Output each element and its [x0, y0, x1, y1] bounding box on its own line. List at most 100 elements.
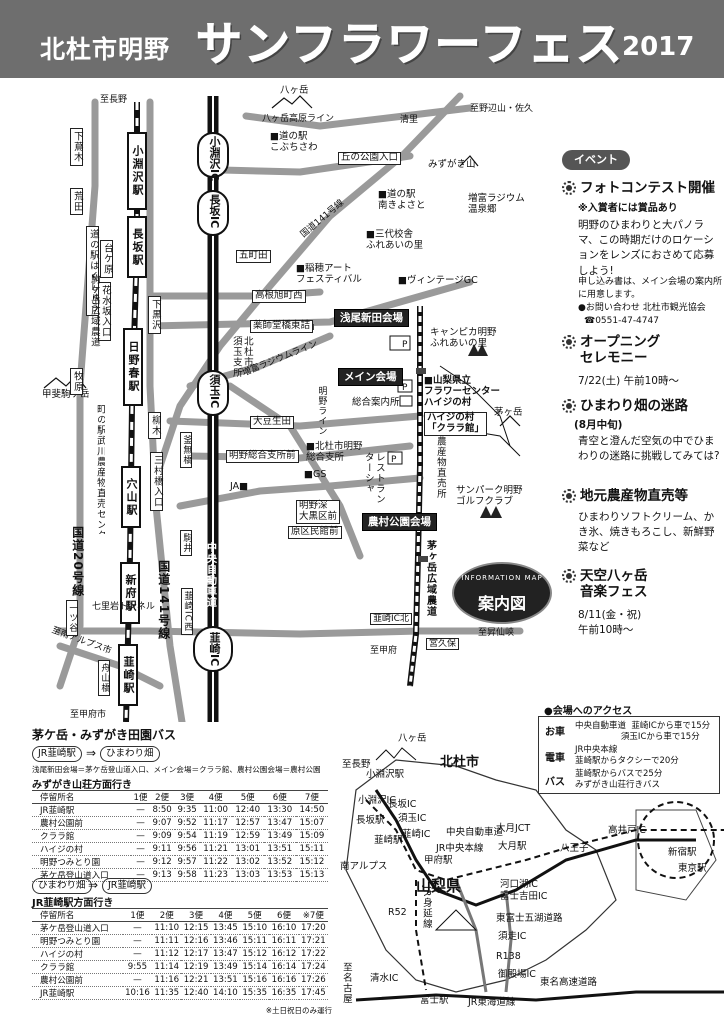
outbound-cell: 13:47 [263, 816, 296, 830]
return-cell: 17:20 [298, 921, 328, 935]
outbound-cell: 11:22 [199, 855, 232, 869]
mitsumori-label: ■三代校舎 ふれあいの里 [366, 229, 424, 251]
sunflower-icon [562, 569, 576, 583]
header-year: 2017 [622, 32, 695, 62]
area-map-svg [345, 747, 724, 1002]
yakushido-label: 薬師堂橋東詰 [250, 320, 314, 333]
photo-contest-title: フォトコンテスト開催 [562, 180, 715, 196]
outbound-cell: 9:07 [149, 816, 175, 830]
return-cell: 農村公園前 [32, 973, 123, 987]
area-label-chuo-expressway: 中央自動車道 [446, 827, 504, 838]
nagasaka-station[interactable]: 長坂駅 [127, 216, 147, 278]
heidi-label: ハイジの村 「クララ館」 [424, 412, 488, 436]
sogo-annaisho-label: 総合案内所 [352, 397, 400, 408]
fuji-mountain [434, 909, 478, 931]
return-cell: 16:35 [269, 986, 299, 1000]
return-cell: 15:16 [240, 973, 270, 987]
events-panel: イベント フォトコンテスト開催 ※入賞者には賞品あり 明野のひまわりと大パノラマ… [562, 150, 724, 670]
outbound-cell: 9:58 [174, 868, 200, 882]
header-title: サンフラワーフェス [196, 17, 624, 72]
takane-label: 高根旭町西 [252, 290, 306, 303]
chokubai-desc: ひまわりソフトクリーム、かき氷、焼きもろこし、新鮮野菜など [578, 511, 715, 554]
nagasaka-ic[interactable] [197, 190, 229, 236]
michinoeki-minamikiyosato-label: ■道の駅 南きよさと [378, 189, 426, 211]
koma-kouiki-label: 駒ケ岳広域農道 [88, 274, 100, 348]
nirasaki-station[interactable]: 韮崎駅 [118, 644, 138, 706]
sunflower-icon [562, 399, 576, 413]
outbound-cell: 9:12 [149, 855, 175, 869]
outbound-cell: 13:02 [231, 855, 264, 869]
return-cell: 16:11 [269, 934, 299, 948]
return-cell: 15:10 [240, 921, 270, 935]
outbound-cell: クララ館 [32, 829, 132, 843]
hara-komin-label: 原区民館前 [288, 526, 342, 539]
area-label-jr-chuo: JR中央本線 [436, 843, 484, 854]
photo-contest-desc: 明野のひまわりと大パノラマ、この時期だけのロケーションをレンズにおさめて応募しよ… [578, 219, 715, 277]
return-cell: 13:47 [210, 947, 241, 961]
return-cell: — [122, 921, 153, 935]
hinoharu-station[interactable]: 日野春駅 [123, 328, 143, 406]
area-label-kobuchisawa-ic: 小淵沢IC [358, 795, 396, 806]
area-label-minami-alps: 南アルプス [340, 861, 388, 872]
outbound-cell: 15:12 [295, 855, 328, 869]
return-cell: 15:12 [240, 947, 270, 961]
access-bus-key: バス [545, 777, 565, 788]
outbound-cell: 8:50 [149, 803, 175, 817]
asao-venue-label[interactable]: 浅尾新田会場 [334, 309, 409, 328]
hanamizuzaka-label: 花水坂入口 [98, 282, 111, 341]
outbound-cell: 13:30 [263, 803, 296, 817]
maze-period: (8月中旬) [574, 419, 623, 431]
shinpu-station[interactable]: 新府駅 [120, 562, 140, 624]
outbound-cell: 11:17 [199, 816, 232, 830]
svg-text:P: P [402, 340, 408, 350]
main-venue-label[interactable]: メイン会場 [338, 368, 403, 387]
information-map-badge: INFORMATION MAP 案内図 [452, 562, 552, 624]
nirasaki-ic[interactable] [193, 626, 233, 672]
outbound-cell: 9:13 [149, 868, 175, 882]
area-label-tokyo: 東京駅 [678, 863, 707, 874]
access-panel: ●会場へのアクセス お車 中央自動車道 韮崎ICから車で15分 須玉ICから車で… [538, 702, 720, 794]
return-cell: 11:12 [152, 947, 182, 961]
return-cell: — [122, 947, 153, 961]
return-cell: 1便 [122, 908, 153, 922]
oka-no-koen-label: 丘の公園入口 [338, 152, 402, 165]
ja-label: JA■ [230, 481, 249, 492]
kokudo141-vertical-label: 国道141号線 [156, 560, 171, 641]
noson-venue-label[interactable]: 農村公園会場 [362, 513, 437, 532]
outbound-cell: 9:52 [174, 816, 200, 830]
camping-label: キャンピカ明野 ふれあいの里 [430, 327, 497, 349]
return-cell: 14:10 [210, 986, 241, 1000]
maze-desc: 青空と澄んだ空気の中でひまわりの迷路に挑戦してみては? [578, 435, 720, 463]
nirasaki-ic-nishi-label: 韮崎IC西 [181, 588, 194, 635]
return-cell: 16:10 [269, 921, 299, 935]
akeno-mizuho-label: 明野深 大黒区前 [296, 500, 341, 524]
kayagatake-label: 茅ヶ岳 [494, 407, 523, 418]
outbound-cell: 9:56 [174, 842, 200, 856]
anayama-station[interactable]: 穴山駅 [121, 466, 141, 528]
return-cell: 12:16 [181, 934, 211, 948]
return-cell: — [122, 934, 153, 948]
outbound-cell: 7便 [295, 790, 328, 804]
kobuchisawa-ic[interactable] [197, 132, 229, 178]
inaho-art-label: ■稲穂アート フェスティバル [296, 263, 362, 285]
return-cell: 11:16 [152, 973, 182, 987]
opening-ceremony-title: オープニング セレモニー [562, 334, 660, 366]
return-cell: 2便 [152, 908, 182, 922]
kobuchisawa-station[interactable]: 小淵沢駅 [127, 132, 147, 210]
vintage-gc-label: ■ヴィンテージGC [398, 275, 478, 286]
for-noboru-road [56, 627, 524, 638]
outbound-cell: 15:13 [295, 868, 328, 882]
outbound-cell: 13:53 [263, 868, 296, 882]
outbound-cell: 12:40 [231, 803, 264, 817]
header-banner: 北杜市明野 サンフラワーフェス 2017 [0, 0, 724, 82]
area-map[interactable]: 八ヶ岳 至長野 北杜市 山梨県 小淵沢駅 小淵沢IC 長坂IC 長坂駅 須玉IC… [336, 730, 724, 1020]
route-to-pill: ひまわり畑 [100, 746, 160, 762]
return-cell: 16:12 [269, 947, 299, 961]
sunpark-label: サンパーク明野 ゴルフクラブ [456, 485, 523, 507]
akeno-sogo-label: ■北杜市明野 総合支所 [306, 441, 363, 463]
outbound-cell: 農村公園前 [32, 816, 132, 830]
sudama-ic[interactable] [197, 370, 229, 416]
outbound-cell: 9:54 [174, 829, 200, 843]
